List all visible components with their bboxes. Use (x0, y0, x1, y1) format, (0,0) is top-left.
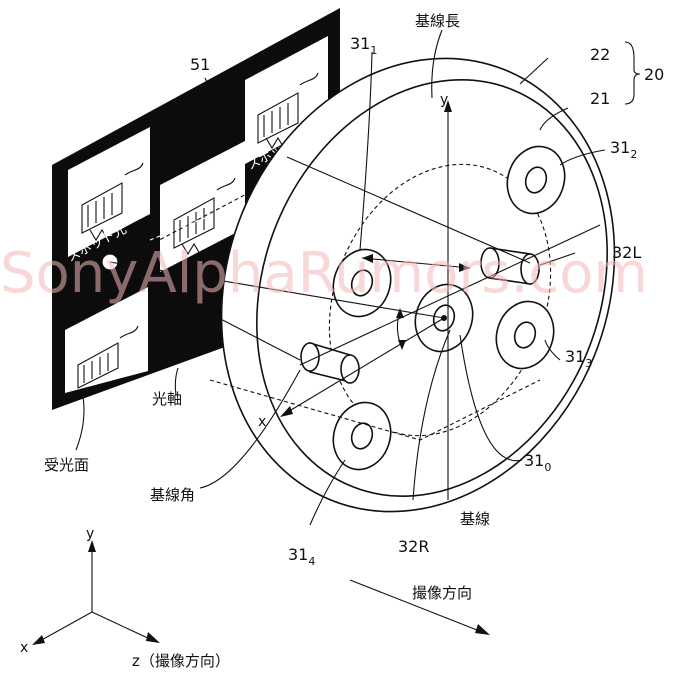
rays-and-axes (109, 41, 641, 500)
coordinate-triad: y x z（撮像方向） (20, 526, 230, 670)
label-y-axis: y (440, 92, 448, 108)
triad-z-label: z（撮像方向） (132, 652, 230, 670)
label-baseline-angle: 基線角 (150, 486, 195, 504)
triad-y-label: y (86, 526, 94, 542)
label-21: 21 (590, 89, 610, 108)
imaging-direction-arrow (349, 579, 490, 635)
label-x-axis: x (258, 414, 266, 430)
label-22: 22 (590, 45, 610, 64)
leader-lines (75, 29, 606, 526)
label-baseline-length: 基線長 (415, 12, 460, 30)
label-optical-axis: 光軸 (152, 390, 182, 408)
label-32R: 32R (398, 537, 429, 556)
label-32L: 32L (612, 243, 641, 262)
label-31-0: 310 (524, 451, 551, 474)
lens-31-3 (495, 300, 555, 370)
label-31-1: 311 (350, 34, 377, 57)
label-imaging-direction: 撮像方向 (412, 584, 472, 602)
label-31-2: 312 (610, 138, 637, 161)
labels: 51 基線長 22 21 20 311 312 32L 313 310 y x … (44, 12, 664, 602)
lens-31-1 (332, 248, 392, 318)
projector-32R (300, 341, 360, 384)
label-31-3: 313 (565, 347, 592, 370)
lens-31-2 (506, 145, 566, 215)
label-51: 51 (190, 55, 210, 74)
watermark: SonyAlphaRumors.com (0, 241, 648, 306)
label-baseline: 基線 (460, 510, 490, 528)
label-20: 20 (644, 65, 664, 84)
triad-x-label: x (20, 640, 28, 656)
label-31-4: 314 (288, 545, 315, 568)
label-receiving-surface: 受光面 (44, 456, 89, 474)
